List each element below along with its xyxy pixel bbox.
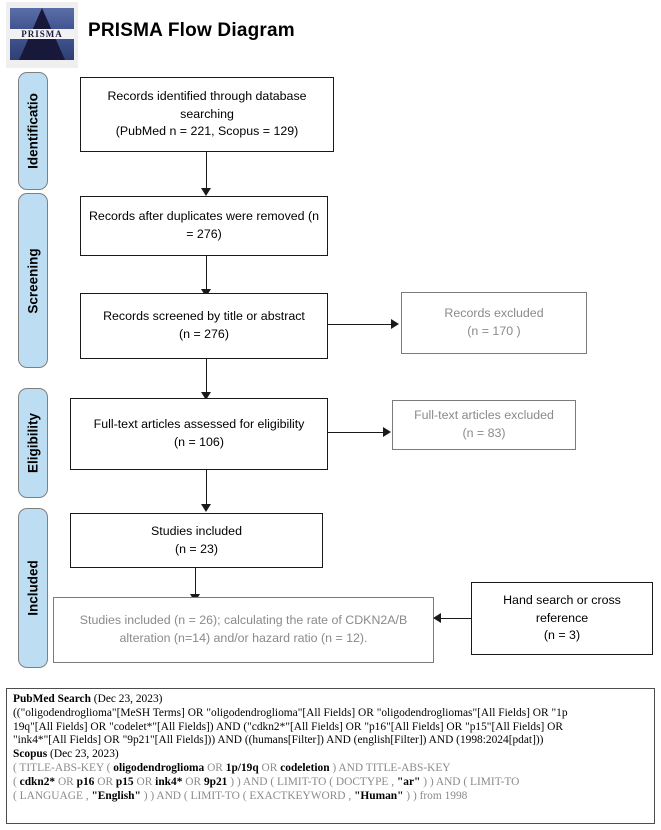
query-token: ink4* bbox=[155, 775, 183, 788]
arrowhead-included23 bbox=[201, 504, 211, 512]
phase-label-included: Included bbox=[18, 508, 48, 668]
scopus-date: (Dec 23, 2023) bbox=[47, 748, 119, 761]
query-token: ( LANGUAGE , bbox=[13, 789, 92, 802]
connector-included23-to-final bbox=[195, 568, 197, 598]
query-token: "English" bbox=[91, 789, 141, 802]
query-token: 9p21 bbox=[203, 775, 228, 788]
box-records-screened: Records screened by title or abstract(n … bbox=[80, 293, 328, 359]
query-token: codeletion bbox=[280, 761, 330, 774]
pubmed-query-line: 19q"[All Fields] OR "codelet*"[All Field… bbox=[13, 720, 563, 733]
scopus-query-line: ( cdkn2* OR p16 OR p15 OR ink4* OR 9p21 … bbox=[13, 776, 648, 790]
logo-band-middle bbox=[10, 29, 74, 39]
phase-label-eligibility: Eligibility bbox=[18, 388, 48, 498]
box-hand-search: Hand search or cross reference(n = 3) bbox=[471, 582, 653, 655]
pubmed-query-line: "ink4*"[All Fields] OR "9p21"[All Fields… bbox=[13, 734, 544, 747]
pubmed-query-line: (("oligodendroglioma"[MeSH Terms] OR "ol… bbox=[13, 706, 568, 719]
arrowhead-handsearch bbox=[433, 613, 441, 623]
pubmed-heading: PubMed Search bbox=[13, 693, 91, 705]
phase-label-screening-text: Screening bbox=[25, 247, 41, 314]
pubmed-heading-line: PubMed Search (Dec 23, 2023) bbox=[13, 693, 648, 707]
connector-screened-to-fulltext bbox=[206, 359, 208, 395]
connector-fulltext-to-excluded bbox=[328, 432, 384, 434]
box-fulltext-assessed: Full-text articles assessed for eligibil… bbox=[70, 398, 328, 470]
pubmed-date: (Dec 23, 2023) bbox=[90, 693, 163, 705]
arrowhead-fulltext bbox=[201, 392, 211, 400]
connector-dedup-to-screened bbox=[206, 256, 208, 292]
arrowhead-records-excluded bbox=[391, 319, 399, 329]
query-token: ) ) AND ( LIMIT-TO ( EXACTKEYWORD , bbox=[140, 789, 355, 802]
box-records-excluded: Records excluded(n = 170 ) bbox=[401, 292, 587, 354]
logo-wordmark: PRISMA bbox=[21, 29, 63, 39]
phase-label-eligibility-text: Eligibility bbox=[25, 412, 41, 474]
connector-screened-to-excluded bbox=[328, 324, 392, 326]
query-token: OR bbox=[55, 775, 77, 788]
query-token: OR bbox=[258, 761, 281, 774]
query-token: OR bbox=[94, 775, 116, 788]
phase-label-identification-text: Identificatio bbox=[25, 93, 41, 169]
connector-identified-to-dedup bbox=[206, 152, 208, 190]
query-token: oligodendroglioma bbox=[113, 761, 205, 774]
phase-label-screening: Screening bbox=[18, 193, 48, 368]
query-token: ( TITLE-ABS-KEY ( bbox=[13, 761, 114, 774]
scopus-heading: Scopus bbox=[13, 748, 48, 761]
query-token: ) ) AND ( LIMIT-TO ( DOCTYPE , bbox=[227, 775, 397, 788]
connector-handsearch-to-final bbox=[441, 618, 471, 620]
box-fulltext-excluded: Full-text articles excluded(n = 83) bbox=[392, 400, 576, 450]
query-token: ( bbox=[13, 775, 20, 788]
phase-label-identification: Identificatio bbox=[18, 72, 48, 190]
connector-fulltext-to-included23 bbox=[206, 470, 208, 507]
box-studies-included-23: Studies included(n = 23) bbox=[70, 513, 323, 568]
query-token: cdkn2* bbox=[19, 775, 56, 788]
search-strategy-panel: PubMed Search (Dec 23, 2023) (("oligoden… bbox=[6, 688, 655, 824]
query-token: ) ) AND ( LIMIT-TO bbox=[420, 775, 520, 788]
phase-label-included-text: Included bbox=[25, 560, 41, 616]
box-studies-included-final: Studies included (n = 26); calculating t… bbox=[53, 597, 434, 663]
prisma-logo: PRISMA bbox=[6, 2, 78, 68]
box-records-identified: Records identified through database sear… bbox=[80, 77, 334, 152]
scopus-heading-line: Scopus (Dec 23, 2023) bbox=[13, 748, 648, 762]
query-token: "Human" bbox=[354, 789, 404, 802]
query-token: p16 bbox=[76, 775, 95, 788]
query-token: ) ) from 1998 bbox=[403, 789, 468, 802]
query-token: OR bbox=[133, 775, 156, 788]
box-duplicates-removed: Records after duplicates were removed (n… bbox=[80, 196, 328, 256]
page-title: PRISMA Flow Diagram bbox=[88, 20, 295, 41]
arrowhead-dedup bbox=[201, 188, 211, 196]
scopus-query-line: ( TITLE-ABS-KEY ( oligodendroglioma OR 1… bbox=[13, 762, 648, 776]
query-token: OR bbox=[204, 761, 226, 774]
query-token: ) AND TITLE-ABS-KEY bbox=[329, 761, 451, 774]
query-token: 1p/19q bbox=[225, 761, 259, 774]
query-token: OR bbox=[182, 775, 204, 788]
query-token: p15 bbox=[115, 775, 134, 788]
arrowhead-fulltext-excluded bbox=[383, 427, 391, 437]
scopus-query-line: ( LANGUAGE , "English" ) ) AND ( LIMIT-T… bbox=[13, 790, 648, 804]
query-token: "ar" bbox=[396, 775, 421, 788]
